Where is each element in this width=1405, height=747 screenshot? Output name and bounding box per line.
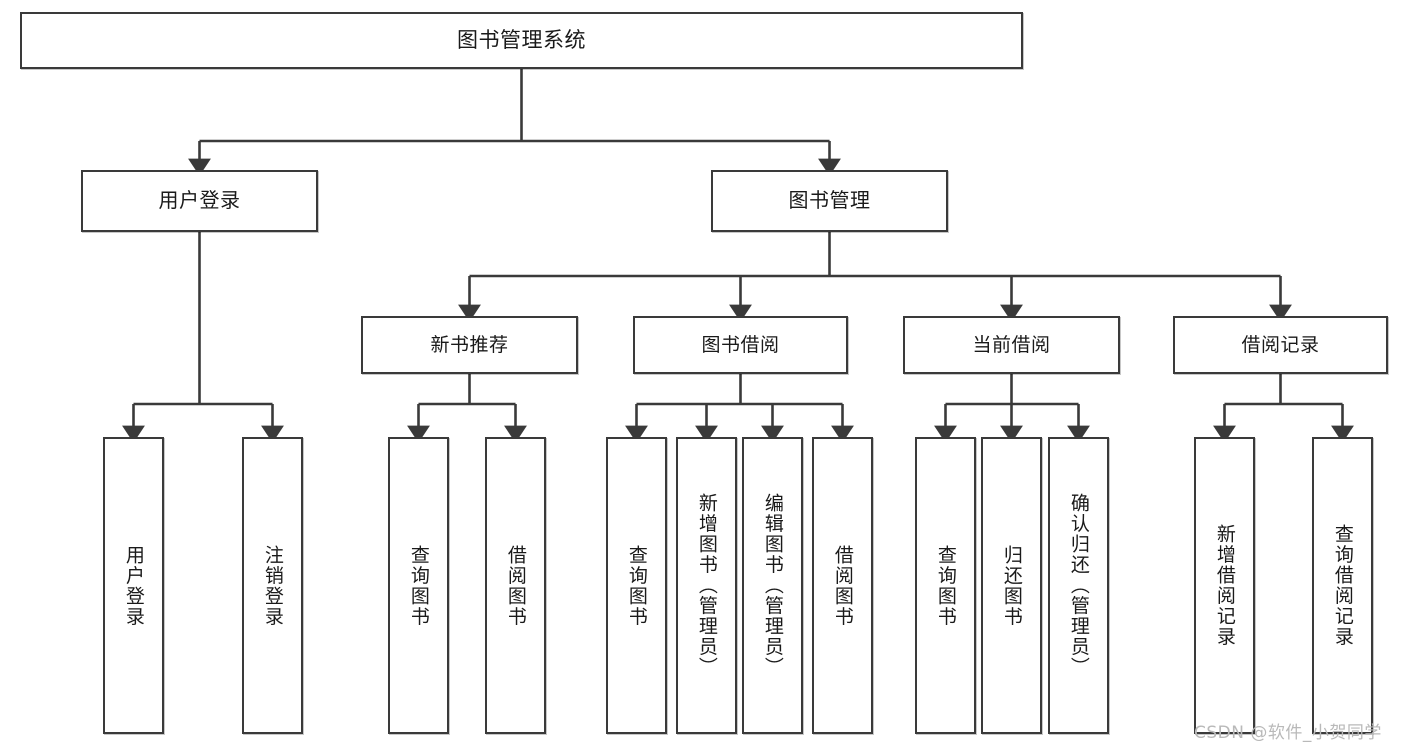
leaf-borrow-book-rec[interactable]: 借阅图书 [485, 437, 546, 734]
node-borrow-record-label: 借阅记录 [1241, 333, 1320, 356]
node-borrow-record[interactable]: 借阅记录 [1173, 316, 1388, 374]
leaf-query-borrow-record[interactable]: 查询借阅记录 [1312, 437, 1373, 734]
leaf-borrow-book-rec-label: 借阅图书 [504, 544, 527, 627]
leaf-add-book-admin-label: 新增图书（管理员） [695, 493, 718, 678]
node-book-manage[interactable]: 图书管理 [711, 170, 948, 232]
node-root-label: 图书管理系统 [457, 28, 586, 53]
leaf-add-borrow-record-label: 新增借阅记录 [1213, 524, 1236, 647]
leaf-edit-book-admin[interactable]: 编辑图书（管理员） [742, 437, 803, 734]
leaf-add-book-admin[interactable]: 新增图书（管理员） [676, 437, 737, 734]
node-user-login-label: 用户登录 [158, 188, 241, 213]
leaf-query-book-current-label: 查询图书 [934, 544, 957, 627]
leaf-borrow-book[interactable]: 借阅图书 [812, 437, 873, 734]
leaf-logout-login[interactable]: 注销登录 [242, 437, 303, 734]
leaf-query-book-borrow-label: 查询图书 [625, 544, 648, 627]
node-current-borrow-label: 当前借阅 [972, 333, 1051, 356]
leaf-user-login-label: 用户登录 [122, 544, 145, 627]
leaf-return-book-label: 归还图书 [1000, 544, 1023, 627]
node-root[interactable]: 图书管理系统 [20, 12, 1023, 69]
csdn-watermark: CSDN @软件_小贺同学 [1194, 723, 1382, 743]
leaf-add-borrow-record[interactable]: 新增借阅记录 [1194, 437, 1255, 734]
node-book-borrow[interactable]: 图书借阅 [633, 316, 848, 374]
node-new-book-recommend[interactable]: 新书推荐 [361, 316, 578, 374]
leaf-edit-book-admin-label: 编辑图书（管理员） [761, 493, 784, 678]
leaf-logout-login-label: 注销登录 [261, 544, 284, 627]
node-book-borrow-label: 图书借阅 [701, 333, 780, 356]
leaf-query-book-borrow[interactable]: 查询图书 [606, 437, 667, 734]
node-current-borrow[interactable]: 当前借阅 [903, 316, 1120, 374]
node-new-book-recommend-label: 新书推荐 [430, 333, 509, 356]
leaf-query-book-rec-label: 查询图书 [407, 544, 430, 627]
node-book-manage-label: 图书管理 [788, 188, 871, 213]
leaf-query-book-current[interactable]: 查询图书 [915, 437, 976, 734]
leaf-query-book-rec[interactable]: 查询图书 [388, 437, 449, 734]
leaf-borrow-book-label: 借阅图书 [831, 544, 854, 627]
leaf-user-login[interactable]: 用户登录 [103, 437, 164, 734]
leaf-confirm-return-admin-label: 确认归还（管理员） [1067, 493, 1090, 678]
leaf-return-book[interactable]: 归还图书 [981, 437, 1042, 734]
leaf-confirm-return-admin[interactable]: 确认归还（管理员） [1048, 437, 1109, 734]
node-user-login[interactable]: 用户登录 [81, 170, 318, 232]
leaf-query-borrow-record-label: 查询借阅记录 [1331, 524, 1354, 647]
